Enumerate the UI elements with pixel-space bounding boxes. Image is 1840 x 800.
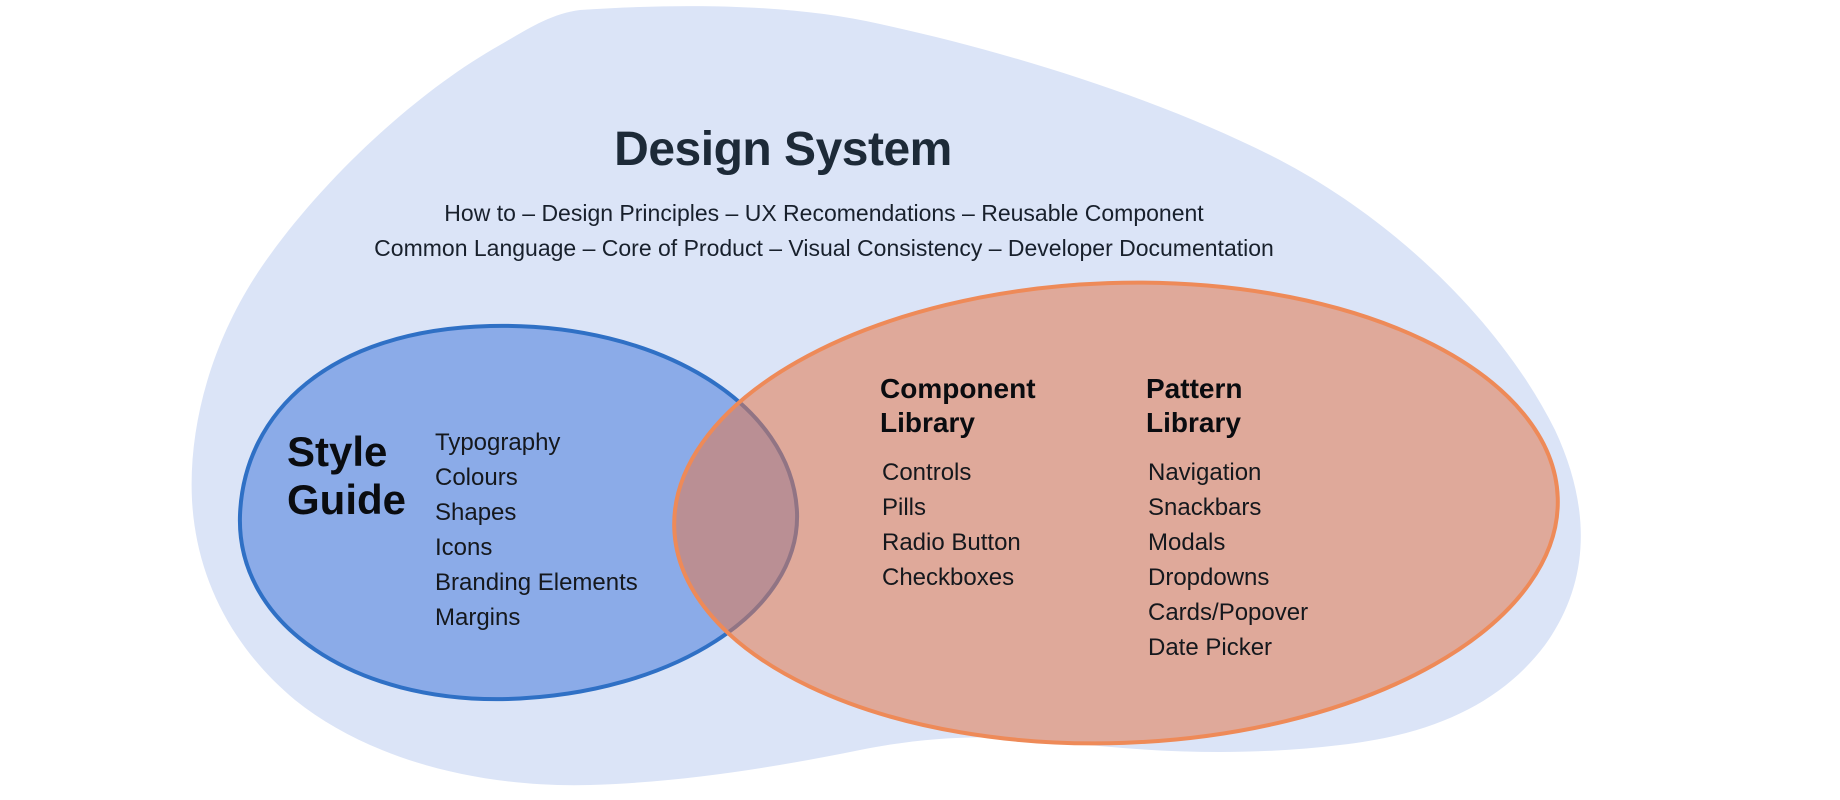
- style-guide-heading: Style Guide: [287, 428, 407, 523]
- pattern-library-heading: Pattern Library: [1146, 373, 1243, 438]
- diagram-title: Design System: [614, 123, 952, 176]
- list-item: Checkboxes: [882, 564, 1015, 591]
- list-item: Radio Button: [882, 529, 1021, 556]
- list-item: Navigation: [1148, 459, 1262, 486]
- list-item: Branding Elements: [435, 569, 638, 596]
- list-item: Dropdowns: [1148, 564, 1270, 591]
- list-item: Icons: [435, 534, 493, 561]
- list-item: Shapes: [435, 499, 517, 526]
- subtitle-line-2: Common Language – Core of Product – Visu…: [374, 235, 1274, 261]
- list-item: Snackbars: [1148, 494, 1262, 521]
- diagram-subtitle: How to – Design Principles – UX Recomend…: [374, 196, 1274, 266]
- component-library-heading: Component Library: [880, 373, 1036, 438]
- list-item: Cards/Popover: [1148, 599, 1309, 626]
- list-item: Modals: [1148, 529, 1226, 556]
- list-item: Controls: [882, 459, 972, 486]
- list-item: Typography: [435, 429, 561, 456]
- list-item: Date Picker: [1148, 634, 1273, 661]
- libraries-ellipse: [672, 280, 1560, 746]
- list-item: Colours: [435, 464, 518, 491]
- subtitle-line-1: How to – Design Principles – UX Recomend…: [444, 200, 1204, 226]
- list-item: Margins: [435, 604, 521, 631]
- list-item: Pills: [882, 494, 927, 521]
